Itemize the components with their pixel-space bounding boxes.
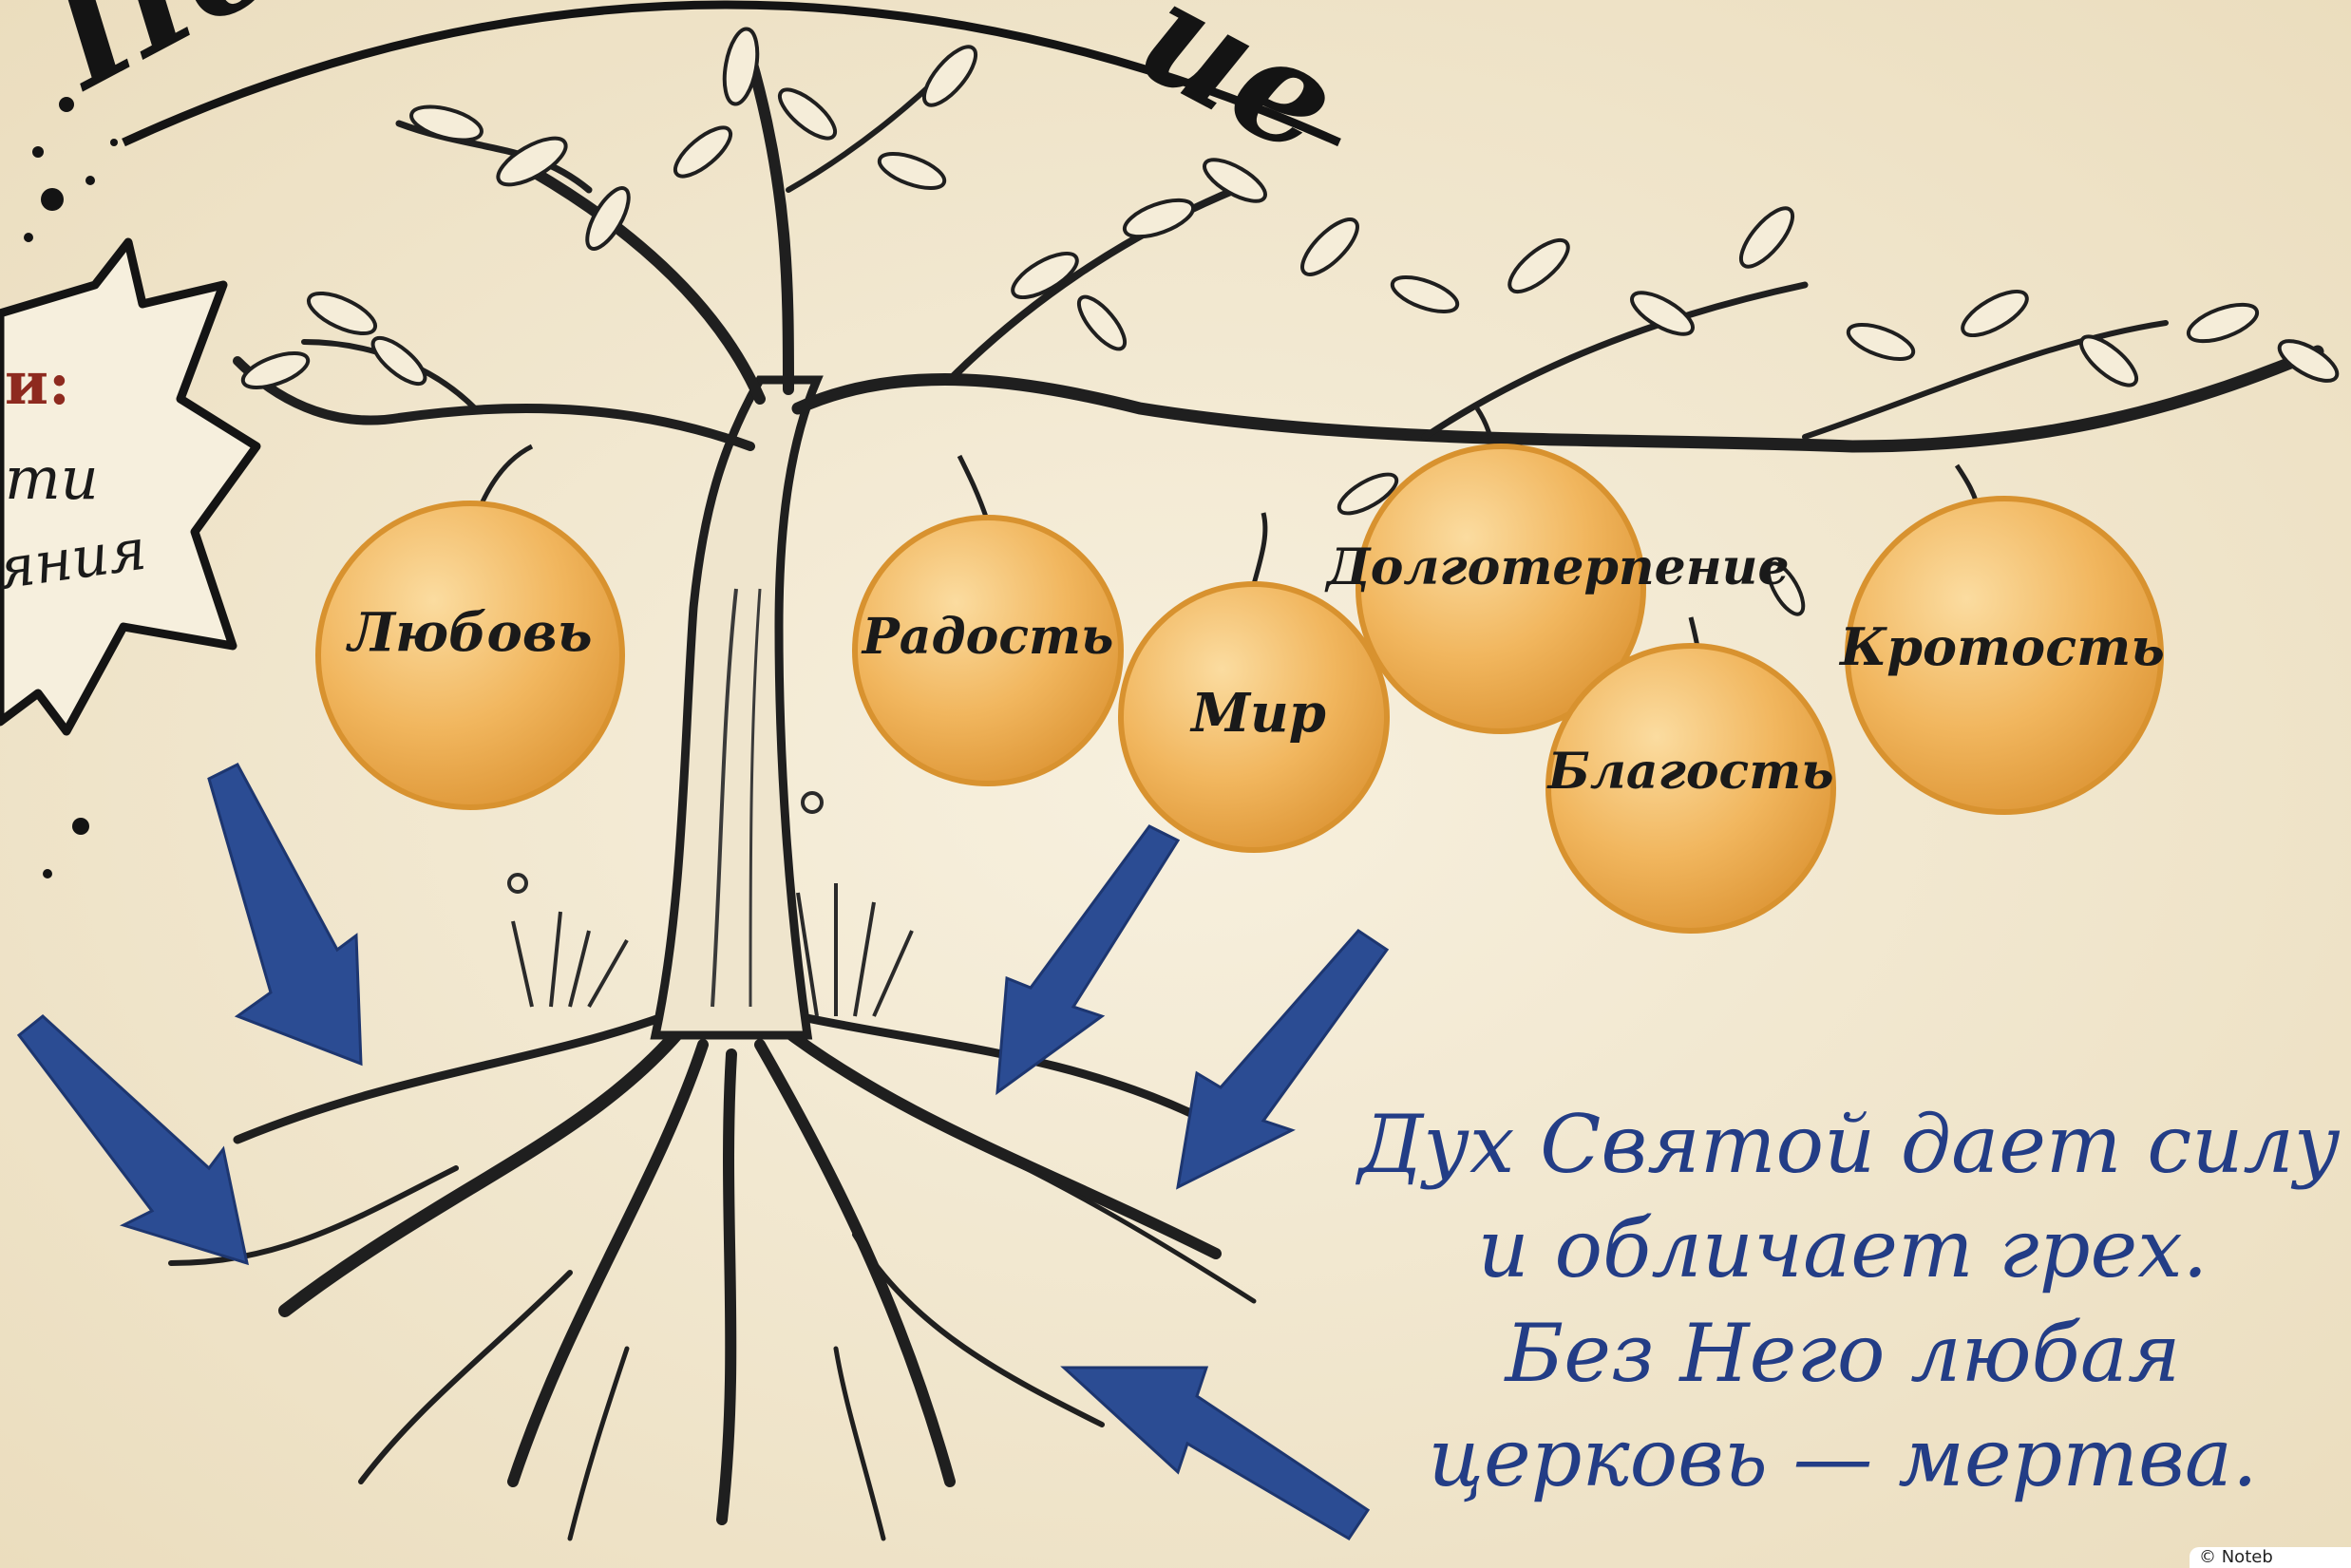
fruit-krotost: Кротость [1838, 496, 2165, 815]
fruit-dolgoterpenie: Долготерпение [1323, 444, 1790, 734]
watermark-credit: © Noteb [2190, 1547, 2351, 1568]
caption-line-1: Дух Святой дает силу [1358, 1098, 2341, 1191]
ink-splatter [24, 97, 118, 878]
caption-line-2: и обличает грех. [1477, 1202, 2209, 1295]
fruit-mir: Мир [1118, 581, 1390, 853]
caption-line-4: церковь — мертва. [1428, 1411, 2258, 1504]
caption-line-3: Без Него любая [1505, 1307, 2181, 1400]
tree-branches [233, 51, 2324, 453]
fruit-label-blagost: Благость [1545, 743, 1833, 801]
bubble-line-2: ти [5, 444, 99, 513]
arrow-bottom [1060, 1366, 1371, 1541]
arrow-left-bottom [16, 1014, 249, 1266]
fruit-label-mir: Мир [1189, 682, 1326, 745]
arrow-right-top [995, 824, 1181, 1096]
bubble-line-1: и: [5, 349, 70, 418]
caption: Дух Святой дает силу и обличает грех. Бе… [1358, 1092, 2341, 1510]
fruit-label-radost: Радость [861, 608, 1114, 666]
fruit-label-lyubov: Любовь [345, 601, 592, 664]
fruit-blagost: Благость [1545, 643, 1836, 934]
tree-trunk [650, 375, 824, 1040]
fruit-radost: Радость [852, 515, 1124, 786]
tree-leaves [240, 27, 2340, 616]
blue-arrows [16, 763, 1390, 1541]
arrow-left-top [207, 763, 363, 1067]
tree-roots [168, 1011, 1257, 1541]
fruit-label-dolgoterpenie: Долготерпение [1323, 538, 1789, 596]
speech-bubble: и: ти яния [0, 237, 261, 736]
fruit-lyubov: Любовь [315, 501, 625, 810]
grass-tufts [507, 791, 914, 1017]
fruit-label-krotost: Кротость [1838, 616, 2165, 677]
arrow-right-middle [1176, 929, 1390, 1190]
